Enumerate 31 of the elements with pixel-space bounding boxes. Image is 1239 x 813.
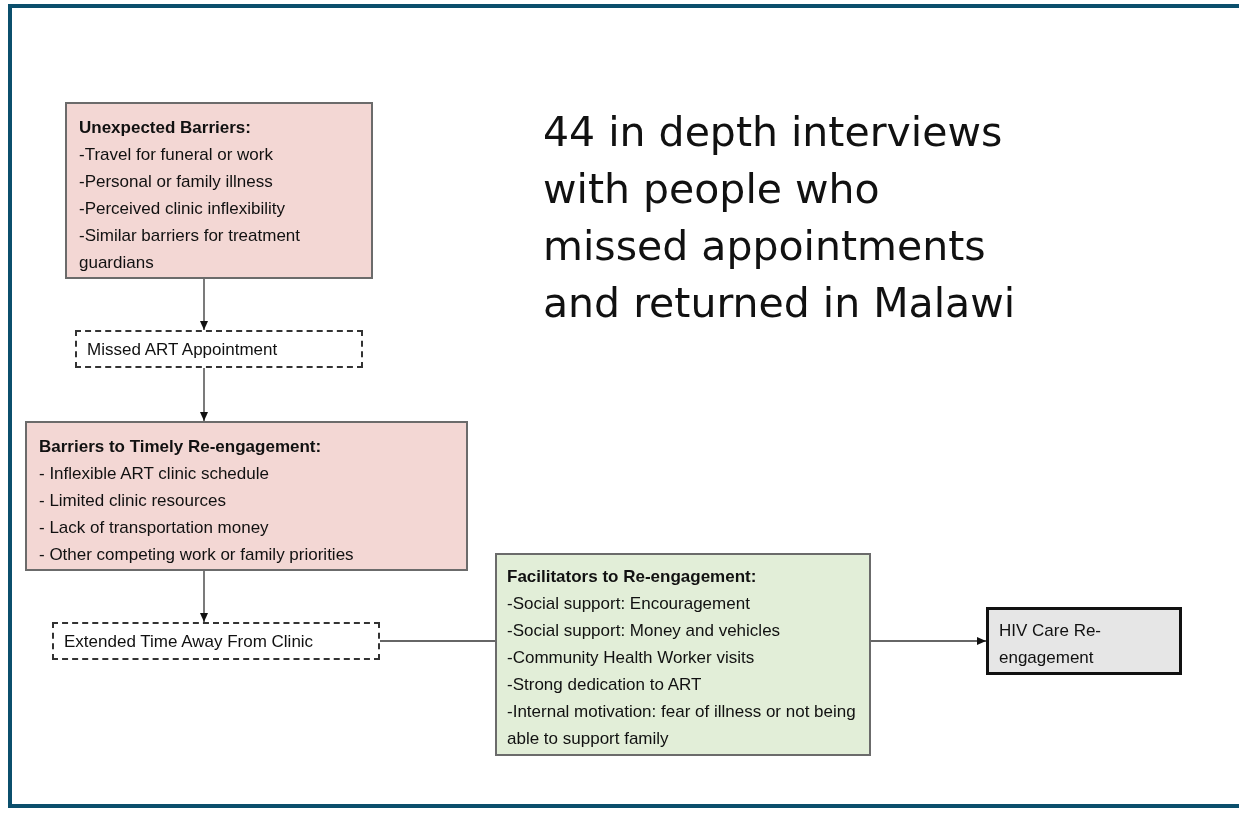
list-item: - Limited clinic resources [39,490,228,512]
arrow [200,367,208,422]
box-heading: Facilitators to Re-engagement: [507,566,758,588]
process-box [52,622,380,660]
list-item: -Travel for funeral or work [79,144,274,166]
list-item: - Lack of transportation money [39,517,270,539]
list-item: -Social support: Encouragement [507,593,751,615]
list-item: -Perceived clinic inflexibility [79,198,286,220]
box-heading: Barriers to Timely Re-engagement: [39,436,323,458]
barrier-box [25,421,468,571]
box-label: Missed ART Appointment [87,339,279,361]
list-item: - Other competing work or family priorities [39,544,355,566]
arrow [200,570,208,623]
arrow [200,278,208,331]
arrow [870,637,987,645]
connector-line [379,640,496,642]
list-item: -Personal or family illness [79,171,274,193]
list-item: -Strong dedication to ART [507,674,703,696]
process-box [75,330,363,368]
facilitator-box [495,553,871,756]
title: 44 in depth interviews with people who missed appointments and returned in Malawi [543,107,1017,329]
list-item: -Similar barriers for treatment guardians [79,225,302,274]
list-item: -Community Health Worker visits [507,647,756,669]
box-label: Extended Time Away From Clinic [64,631,315,653]
barrier-box [65,102,373,279]
list-item: - Inflexible ART clinic schedule [39,463,270,485]
box-label: HIV Care Re-engagement [999,620,1103,669]
outcome-box [986,607,1182,675]
list-item: -Social support: Money and vehicles [507,620,782,642]
list-item: -Internal motivation: fear of illness or not being able to support family [507,701,857,750]
box-heading: Unexpected Barriers: [79,117,252,139]
